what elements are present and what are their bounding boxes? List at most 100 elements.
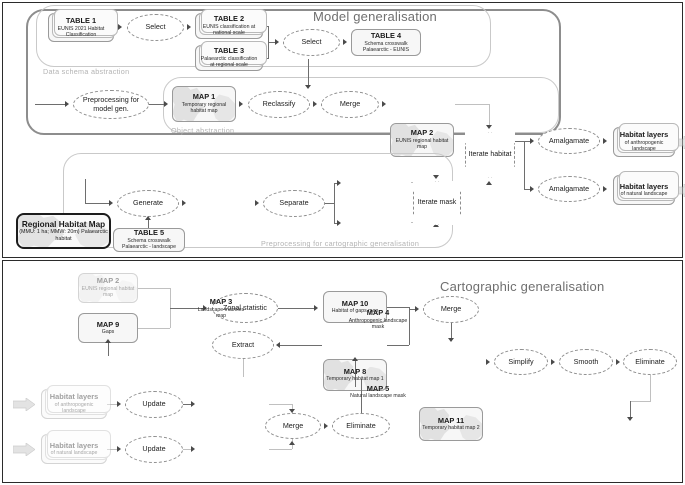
node-regional-habitat-map[interactable]: Regional Habitat Map (MMU: 1 ha; MMW: 20… xyxy=(16,213,111,249)
arrow-to-amalgamate-natural xyxy=(530,186,534,192)
node-map-4[interactable]: MAP 4 Anthropogenic landscape mask xyxy=(345,304,411,336)
habitat-layers-anthropogenic-bottom-subtitle: of anthropogenic landscape xyxy=(54,402,94,415)
process-simplify[interactable]: Simplify xyxy=(494,349,548,375)
arrow-select1-to-table2 xyxy=(187,24,191,30)
process-merge-bottom-label: Merge xyxy=(282,420,304,430)
map-9-title: MAP 9 xyxy=(96,319,120,329)
process-update-natural[interactable]: Update xyxy=(125,436,183,463)
node-map-10[interactable]: MAP 10 Habitat of gaps map xyxy=(323,291,387,323)
process-amalgamate-natural[interactable]: Amalgamate xyxy=(538,176,600,202)
process-iterate-mask-label: Iterate mask xyxy=(417,198,457,206)
node-habitat-layers-anthropogenic-top[interactable]: Habitat layers of anthropogenic landscap… xyxy=(613,123,679,157)
process-smooth-label: Smooth xyxy=(573,356,599,366)
habitat-layers-anthropogenic-bottom-title: Habitat layers xyxy=(49,392,99,402)
map-1-title: MAP 1 xyxy=(192,92,216,102)
connector-layers-anthro-to-update xyxy=(107,404,117,405)
process-preprocessing-for-model-gen[interactable]: Preprocessing for model gen. xyxy=(73,90,149,119)
arrow-merge-to-map11 xyxy=(448,338,454,342)
node-map-3[interactable]: MAP 3 Landscape matrixes map xyxy=(190,293,252,325)
process-eliminate-right[interactable]: Eliminate xyxy=(623,349,677,375)
panel-title-cartographic-generalisation: Cartographic generalisation xyxy=(440,279,605,294)
process-amalgamate-natural-label: Amalgamate xyxy=(548,183,590,193)
node-map-11[interactable]: MAP 11 Temporary habitat map 2 xyxy=(419,407,483,441)
connector-bus-to-amalgamate-natural xyxy=(524,189,530,190)
node-habitat-layers-natural-top[interactable]: Habitat layers of natural landscape xyxy=(613,171,679,205)
process-generate[interactable]: Generate xyxy=(117,190,179,217)
node-table-5[interactable]: TABLE 5 Schema crosswalk Palaearctic - l… xyxy=(113,228,185,252)
process-select-1[interactable]: Select xyxy=(127,14,184,41)
arrow-map7-up-to-merge xyxy=(289,441,295,445)
table-3-subtitle: Palaearctic classification at regional s… xyxy=(200,56,258,69)
connector-separate-right xyxy=(325,203,334,204)
process-merge-top[interactable]: Merge xyxy=(321,91,379,118)
habitat-layers-natural-top-title: Habitat layers xyxy=(619,181,669,191)
habitat-layers-natural-top-subtitle: of natural landscape xyxy=(620,191,668,198)
node-map-2[interactable]: MAP 2 EUNIS regional habitat map xyxy=(390,123,454,157)
process-generate-label: Generate xyxy=(133,198,163,208)
process-separate[interactable]: Separate xyxy=(263,190,325,217)
arrow-to-update-natural xyxy=(117,446,121,452)
connector-down-to-national xyxy=(630,401,631,418)
map-10-title: MAP 10 xyxy=(341,298,369,308)
process-reclassify[interactable]: Reclassify xyxy=(248,91,310,118)
node-map-2-reference[interactable]: MAP 2 EUNIS regional habitat map xyxy=(78,273,138,303)
map-2-reference-subtitle: EUNIS regional habitat map xyxy=(81,286,135,299)
arrow-bracket-to-select2 xyxy=(275,39,279,45)
node-map-8[interactable]: MAP 8 Temporary habitat map 1 xyxy=(323,359,387,391)
panel-title-model-generalisation: Model generalisation xyxy=(313,9,437,24)
connector-map8-right xyxy=(387,345,409,346)
process-iterate-habitat[interactable]: Iterate habitat xyxy=(465,132,515,178)
panel-cartographic-generalisation: Cartographic generalisation MAP 2 EUNIS … xyxy=(2,260,683,483)
connector-into-map9 xyxy=(108,343,109,356)
node-map-9[interactable]: MAP 9 Gaps xyxy=(78,313,138,343)
regional-habitat-map-subtitle: (MMU: 1 ha; MMW: 20m) Palaearctic habita… xyxy=(19,229,108,242)
connector-amalgamate-bus xyxy=(524,141,525,189)
process-amalgamate-anthropogenic-label: Amalgamate xyxy=(548,135,590,145)
node-table-3[interactable]: TABLE 3 Palaearctic classification at re… xyxy=(195,41,267,71)
map-2-title: MAP 2 xyxy=(410,128,434,138)
map-blob-secondary-icon xyxy=(362,366,386,390)
node-table-2[interactable]: TABLE 2 EUNIS classification at national… xyxy=(195,9,267,39)
process-update-anthropogenic[interactable]: Update xyxy=(125,391,183,418)
process-smooth[interactable]: Smooth xyxy=(559,349,613,375)
process-update-natural-label: Update xyxy=(142,444,166,454)
connector-map9-right xyxy=(138,328,170,329)
process-eliminate-bottom[interactable]: Eliminate xyxy=(332,413,390,439)
arrow-to-zonal-statistic xyxy=(203,305,207,311)
connector-map2-down xyxy=(489,104,490,126)
arrow-to-merge-mid xyxy=(415,306,419,312)
table-4-subtitle: Schema crosswalk Palaearctic - EUNIS xyxy=(362,40,410,53)
process-select-2[interactable]: Select xyxy=(283,29,340,56)
import-arrow-natural-icon xyxy=(13,443,35,456)
arrow-up-into-iterate-habitat xyxy=(486,181,492,185)
process-iterate-mask[interactable]: Iterate mask xyxy=(413,181,461,225)
node-map-1[interactable]: MAP 1 Temporary regional habitat map xyxy=(172,86,236,122)
process-extract[interactable]: Extract xyxy=(212,331,274,359)
connector-eliminate-bottom-up xyxy=(361,379,362,413)
node-table-1[interactable]: TABLE 1 EUNIS 2021 Habitat Classificatio… xyxy=(48,9,118,42)
table-1-title: TABLE 1 xyxy=(65,15,97,25)
connector-layers-natural-to-update xyxy=(107,449,117,450)
process-zonal-statistic-label: Zonal statistic xyxy=(223,302,267,312)
process-merge-mid[interactable]: Merge xyxy=(423,296,479,323)
process-amalgamate-anthropogenic[interactable]: Amalgamate xyxy=(538,128,600,154)
connector-bus-to-map4 xyxy=(334,183,337,184)
node-table-4[interactable]: TABLE 4 Schema crosswalk Palaearctic - E… xyxy=(351,29,421,56)
map-4-title: MAP 4 xyxy=(366,308,390,318)
map-8-subtitle: Temporary habitat map 1 xyxy=(326,376,384,383)
map-3-subtitle: Landscape matrixes map xyxy=(197,307,245,320)
arrow-generate-to-map3 xyxy=(182,200,186,206)
process-zonal-statistic[interactable]: Zonal statistic xyxy=(212,293,278,323)
group-model-generalisation xyxy=(26,9,561,135)
process-merge-bottom[interactable]: Merge xyxy=(265,413,321,439)
arrow-down-to-reclassify xyxy=(305,85,311,89)
group-label-data-schema-abstraction: Data schema abstraction xyxy=(43,67,130,76)
connector-merge-to-map11 xyxy=(451,323,452,339)
table-5-subtitle: Schema crosswalk Palaearctic - landscape xyxy=(122,238,176,251)
table-2-title: TABLE 2 xyxy=(213,14,245,24)
process-preprocessing-label: Preprocessing for model gen. xyxy=(82,95,140,113)
connector-table5-to-generate xyxy=(148,220,149,228)
node-habitat-layers-natural-bottom[interactable]: Habitat layers of natural landscape xyxy=(41,430,111,464)
node-habitat-layers-anthropogenic-bottom[interactable]: Habitat layers of anthropogenic landscap… xyxy=(41,385,111,419)
arrow-select2-to-table4 xyxy=(343,39,347,45)
